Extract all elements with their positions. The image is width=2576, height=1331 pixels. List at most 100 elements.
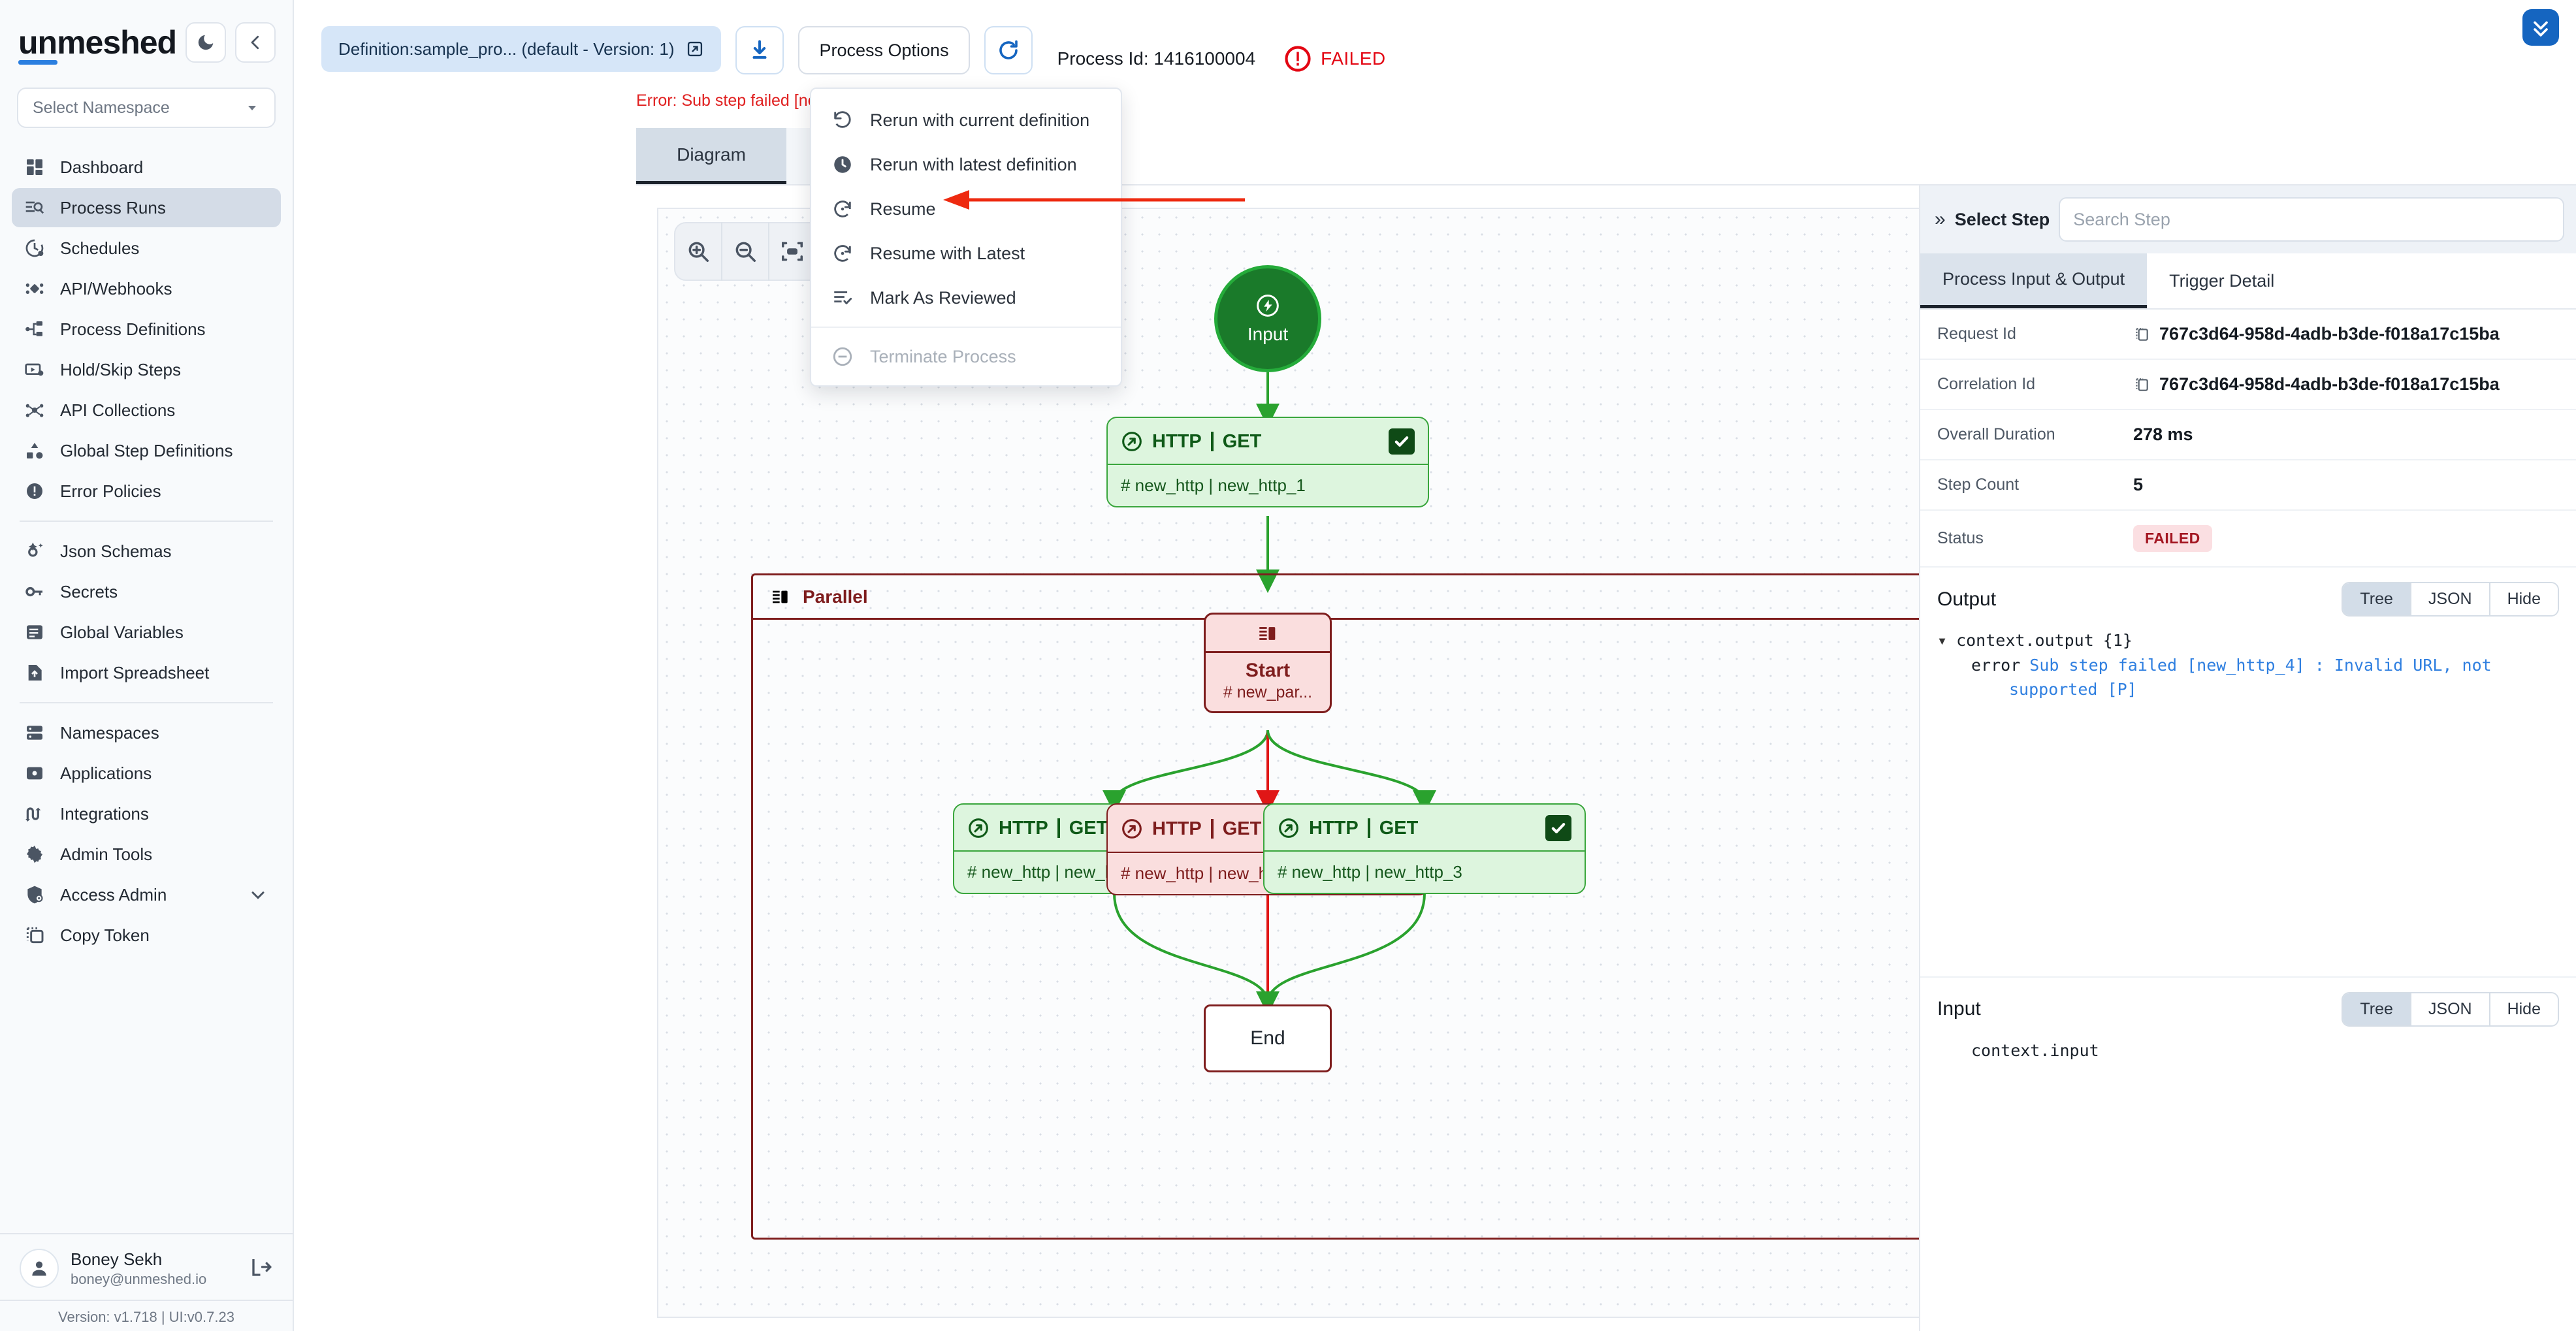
sidebar-item-label: Access Admin [60,884,167,905]
list-check-icon [831,286,854,310]
expand-steps-icon[interactable]: » [1935,208,1946,230]
output-mode-json[interactable]: JSON [2411,583,2490,615]
zoom-in-icon [688,242,709,262]
hold-skip-steps-icon [24,359,46,381]
sidebar-item-integrations[interactable]: Integrations [12,794,281,833]
refresh-icon [999,40,1018,59]
input-mode-json[interactable]: JSON [2411,993,2490,1025]
zoom-out-icon [735,242,756,262]
diagram-node-http-1[interactable]: HTTP GET # new_http | new_http_1 [1106,417,1429,507]
tab-trigger-detail[interactable]: Trigger Detail [2169,270,2275,291]
app-logo: unmeshed [18,24,177,65]
input-node: Input [1214,265,1321,372]
sidebar-item-schedules[interactable]: Schedules [12,229,281,268]
user-profile[interactable]: Boney Sekh boney@unmeshed.io [0,1233,293,1300]
refresh-button[interactable] [984,26,1033,74]
history-icon [831,197,854,221]
sidebar-item-import-spreadsheet[interactable]: Import Spreadsheet [12,653,281,692]
step-node-success: HTTP GET # new_http | new_http_1 [1106,417,1429,507]
parallel-container[interactable]: Parallel [751,573,2103,1240]
sidebar-item-process-definitions[interactable]: Process Definitions [12,310,281,349]
sidebar-item-label: Secrets [60,581,118,601]
sidebar-item-api-webhooks[interactable]: API/Webhooks [12,269,281,308]
download-process-button[interactable] [735,26,784,74]
menu-item-mark-as-reviewed[interactable]: Mark As Reviewed [811,276,1121,320]
zoom-out-button[interactable] [722,222,769,281]
sidebar-item-applications[interactable]: Applications [12,754,281,793]
field-request-id: Request Id 767c3d64-958d-4adb-b3de-f018a… [1920,310,2576,360]
input-node-label: Input [1247,324,1289,344]
sidebar-divider [20,521,273,522]
chevron-down-icon [248,106,256,110]
dark-mode-toggle[interactable] [185,22,227,63]
menu-item-rerun-latest[interactable]: Rerun with latest definition [811,142,1121,187]
copy-icon[interactable] [2133,376,2150,393]
api-collections-icon [24,399,46,421]
field-label: Overall Duration [1937,425,2055,443]
output-root-row[interactable]: ▾ context.output {1} [1937,628,2559,653]
output-error-key: error [1971,655,2021,675]
separator [1367,818,1370,838]
applications-icon [24,762,46,784]
output-mode-hide[interactable]: Hide [2490,583,2558,615]
process-options-button[interactable]: Process Options [798,26,970,74]
step-protocol: HTTP [1152,818,1202,839]
sidebar-item-label: Schedules [60,238,140,258]
scroll-down-button[interactable] [2522,9,2559,46]
menu-item-resume[interactable]: Resume [811,187,1121,231]
sidebar-item-admin-tools[interactable]: Admin Tools [12,835,281,874]
menu-divider [811,327,1121,328]
field-overall-duration: Overall Duration 278 ms [1920,410,2576,460]
start-node-icon-row [1206,615,1330,653]
menu-item-label: Mark As Reviewed [870,287,1016,308]
sidebar-item-api-collections[interactable]: API Collections [12,391,281,430]
step-node-title: HTTP GET [967,817,1225,839]
sidebar-item-error-policies[interactable]: Error Policies [12,472,281,511]
rotate-ccw-filled-icon [831,153,854,176]
namespace-select[interactable]: Select Namespace [17,88,276,128]
sidebar-item-process-runs[interactable]: Process Runs [12,188,281,227]
parallel-header: Parallel [753,575,2101,620]
error-circle-icon [1285,46,1311,72]
menu-item-rerun-current[interactable]: Rerun with current definition [811,98,1121,142]
status-check-icon [1389,428,1415,455]
search-step-input[interactable]: Search Step [2059,197,2564,242]
copy-icon[interactable] [2133,326,2150,343]
sidebar-item-label: Integrations [60,803,149,824]
output-error-value-cont: supported [P] [2009,680,2137,699]
sidebar-divider [20,702,273,703]
profile-text: Boney Sekh boney@unmeshed.io [71,1249,238,1288]
step-method: GET [1222,430,1262,452]
diagram-node-start[interactable]: Start # new_par... [1204,613,1332,713]
diagram-node-end[interactable]: End [1204,1004,1332,1072]
sidebar-item-namespaces[interactable]: Namespaces [12,713,281,752]
sidebar-item-access-admin[interactable]: Access Admin [12,875,281,914]
sidebar-item-dashboard[interactable]: Dashboard [12,148,281,187]
top-toolbar: Definition:sample_pro... (default - Vers… [294,0,2576,91]
input-mode-hide[interactable]: Hide [2490,993,2558,1025]
definition-chip[interactable]: Definition:sample_pro... (default - Vers… [321,26,722,72]
collapse-caret-icon[interactable]: ▾ [1937,631,1948,650]
sidebar-item-secrets[interactable]: Secrets [12,572,281,611]
tab-diagram[interactable]: Diagram [636,128,786,184]
sidebar-item-json-schemas[interactable]: Json Schemas [12,532,281,571]
logout-button[interactable] [250,1255,273,1282]
diagram-node-http-3[interactable]: HTTP GET # new_http | new_http_3 [1263,803,1586,894]
sidebar-item-label: Admin Tools [60,844,153,864]
sidebar-item-global-step-definitions[interactable]: Global Step Definitions [12,431,281,470]
collapse-sidebar-button[interactable] [235,22,276,63]
step-protocol: HTTP [999,817,1048,839]
menu-item-resume-with-latest[interactable]: Resume with Latest [811,231,1121,276]
sidebar-item-label: Copy Token [60,925,150,945]
tab-process-input-output[interactable]: Process Input & Output [1920,253,2148,308]
input-mode-tree[interactable]: Tree [2343,993,2411,1025]
sidebar-item-global-variables[interactable]: Global Variables [12,613,281,652]
sidebar-item-copy-token[interactable]: Copy Token [12,916,281,955]
parallel-icon [1259,627,1276,640]
output-mode-tree[interactable]: Tree [2343,583,2411,615]
sidebar-item-hold-skip-steps[interactable]: Hold/Skip Steps [12,350,281,389]
field-status: Status FAILED [1920,511,2576,568]
zoom-in-button[interactable] [675,222,722,281]
diagram-node-input[interactable]: Input [1214,265,1321,372]
